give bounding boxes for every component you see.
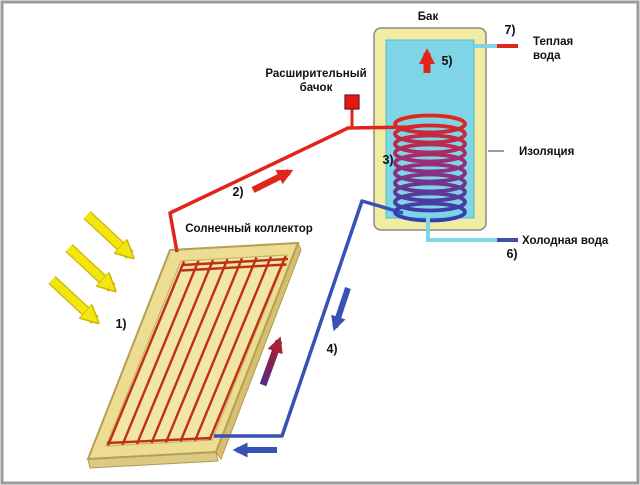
- collector-tube: [193, 256, 273, 442]
- warm-water-outlet: 7) Теплая вода: [474, 23, 573, 62]
- coil-loop: [393, 162, 467, 184]
- step-5-label: 5): [441, 54, 452, 68]
- hot-pipe-line: [168, 125, 416, 253]
- solar-collector: Солнечный коллектор: [86, 223, 313, 469]
- coil-loop: [393, 181, 467, 203]
- warm-water-label-line1: Теплая: [533, 36, 573, 48]
- collector-tube: [121, 260, 200, 446]
- step-7-label: 7): [504, 23, 515, 37]
- collector-tube: [164, 257, 244, 443]
- coil-loop: [393, 133, 467, 155]
- hot-flow-arrow: [251, 169, 294, 193]
- collector-header-bottom: [106, 436, 212, 445]
- collector-header-top: [182, 257, 289, 267]
- collector-tubes: [106, 255, 289, 446]
- coil-loop: [393, 123, 467, 145]
- step-2-label: 2): [232, 185, 243, 199]
- hot-supply-pipe: Расширительный бачок 2): [168, 68, 416, 253]
- sun-ray-arrow: [49, 277, 95, 320]
- collector-tube: [208, 255, 287, 441]
- collector-tube: [179, 257, 258, 442]
- step-1-label: 1): [115, 317, 126, 331]
- expansion-tank-label-line1: Расширительный: [265, 68, 366, 80]
- collector-absorber: [105, 254, 288, 447]
- step-4-label: 4): [326, 342, 337, 356]
- cold-water-inlet: 6) Холодная вода: [426, 217, 609, 261]
- sun-ray-arrow: [66, 245, 112, 288]
- heat-exchanger-coil: [393, 113, 467, 223]
- warm-water-label-line2: вода: [533, 50, 561, 62]
- expansion-tank-label-line2: бачок: [300, 82, 333, 94]
- step-6-label: 6): [506, 247, 517, 261]
- cold-return-pipe: 4): [214, 199, 404, 458]
- coil-loop: [393, 172, 467, 194]
- insulation-callout: Изоляция: [488, 146, 574, 158]
- storage-tank: Бак: [373, 11, 487, 231]
- tank-title: Бак: [418, 11, 439, 23]
- expansion-tank-vessel: [344, 94, 360, 110]
- coil-loop: [393, 191, 467, 213]
- sun-ray-arrow: [84, 212, 130, 255]
- return-flow-arrow-diagonal: [331, 287, 351, 332]
- tank-convection: 5): [419, 48, 453, 73]
- collector-header-top2: [181, 263, 287, 272]
- coil-loop: [393, 113, 467, 135]
- coil-loop: [393, 142, 467, 164]
- cold-inlet-pipe: [426, 217, 497, 242]
- collector-tube: [106, 261, 186, 446]
- collector-tube: [150, 258, 229, 444]
- cold-water-label: Холодная вода: [522, 235, 609, 247]
- sun-rays: 1): [48, 211, 130, 331]
- collector-label: Солнечный коллектор: [185, 223, 313, 235]
- step-3-label: 3): [382, 153, 393, 167]
- insulation-label: Изоляция: [519, 146, 574, 158]
- collector-heat-rise-arrow: [259, 336, 283, 387]
- coil-loop: [393, 152, 467, 174]
- collector-tube: [135, 259, 215, 445]
- cold-pipe-line: [214, 199, 404, 438]
